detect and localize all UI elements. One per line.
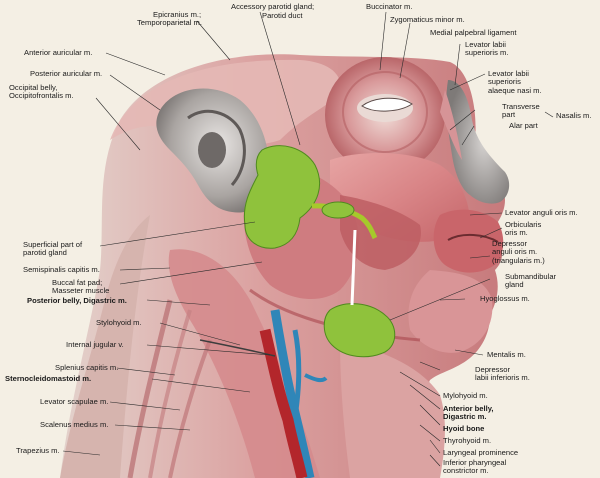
label-mylohyoid: Mylohyoid m. (443, 391, 488, 400)
nasalis-muscle (440, 90, 462, 160)
label-anterior-auricular: Anterior auricular m. (24, 48, 93, 57)
label-posterior-auricular: Posterior auricular m. (30, 69, 103, 78)
label-trapezius: Trapezius m. (16, 446, 60, 455)
chin (408, 270, 493, 353)
label-depressor-labii: Depressor labii inferioris m. (475, 365, 530, 383)
label-stylohyoid: Stylohyoid m. (96, 318, 142, 327)
label-sternocleidomastoid: Sternocleidomastoid m. (5, 374, 92, 383)
label-hyoglossus: Hyoglossus m. (480, 294, 530, 303)
label-buccal-fat: Buccal fat pad; Masseter muscle (52, 278, 110, 296)
label-levator-anguli: Levator anguli oris m. (505, 208, 578, 217)
label-buccinator: Buccinator m. (366, 2, 413, 11)
label-zygomaticus-minor: Zygomaticus minor m. (390, 15, 465, 24)
label-orbicularis: Orbicularis oris m. (505, 220, 542, 238)
buccinator-muscle (340, 195, 421, 270)
label-parotid-duct: Parotid duct (262, 11, 303, 20)
label-levator-labii-sup: Levator labii superioris m. (465, 40, 509, 58)
label-levator-alaeque: Levator labii superioris alaeque nasi m. (488, 69, 542, 95)
label-splenius: Splenius capitis m. (55, 363, 119, 372)
label-nasalis: Nasalis m. (556, 111, 592, 120)
neck-vessels (259, 309, 328, 478)
label-hyoid: Hyoid bone (443, 424, 485, 433)
label-superficial-parotid: Superficial part of parotid gland (23, 240, 83, 258)
label-alar-part: Alar part (509, 121, 538, 130)
label-scalenus: Scalenus medius m. (40, 420, 109, 429)
submandibular-gland (323, 303, 396, 358)
parotid-gland (243, 145, 321, 249)
label-temporoparietal: Temporoparietal m. (137, 18, 202, 27)
label-levator-scapulae: Levator scapulae m. (40, 397, 109, 406)
label-semispinalis: Semispinalis capitis m. (23, 265, 100, 274)
label-depressor-anguli: Depressor anguli oris m. (triangularis m… (492, 239, 545, 265)
label-transverse-part: Transverse part (502, 102, 540, 120)
label-thyrohyoid: Thyrohyoid m. (443, 436, 492, 445)
label-inferior-pharyngeal: Inferior pharyngeal constrictor m. (443, 458, 507, 476)
trapezius-muscle (60, 215, 150, 478)
anterior-neck-muscles (340, 340, 445, 478)
digastric-tendon (350, 229, 357, 306)
nose (446, 80, 510, 204)
stylohyoid-needle (199, 339, 276, 357)
label-epicranius: Epicranius m.; (153, 10, 202, 19)
label-medial-palpebral: Medial palpebral ligament (430, 28, 517, 37)
sternocleidomastoid-muscle (168, 249, 320, 478)
accessory-parotid-gland (321, 201, 355, 219)
orbicularis-oculi (325, 57, 445, 173)
label-submandibular: Submandibular gland (505, 272, 557, 290)
label-anterior-belly: Anterior belly, Digastric m. (443, 404, 494, 422)
label-accessory-parotid: Accessory parotid gland; (231, 2, 315, 11)
label-laryngeal: Laryngeal prominence (443, 448, 519, 457)
ear (156, 88, 269, 213)
label-posterior-belly: Posterior belly, Digastric m. (27, 296, 127, 305)
label-occipital-belly: Occipital belly, Occipitofrontalis m. (9, 83, 74, 101)
posterior-neck-muscles (127, 299, 212, 478)
label-mentalis: Mentalis m. (487, 350, 526, 359)
orbicularis-oris (433, 209, 504, 273)
label-internal-jugular: Internal jugular v. (66, 340, 124, 349)
